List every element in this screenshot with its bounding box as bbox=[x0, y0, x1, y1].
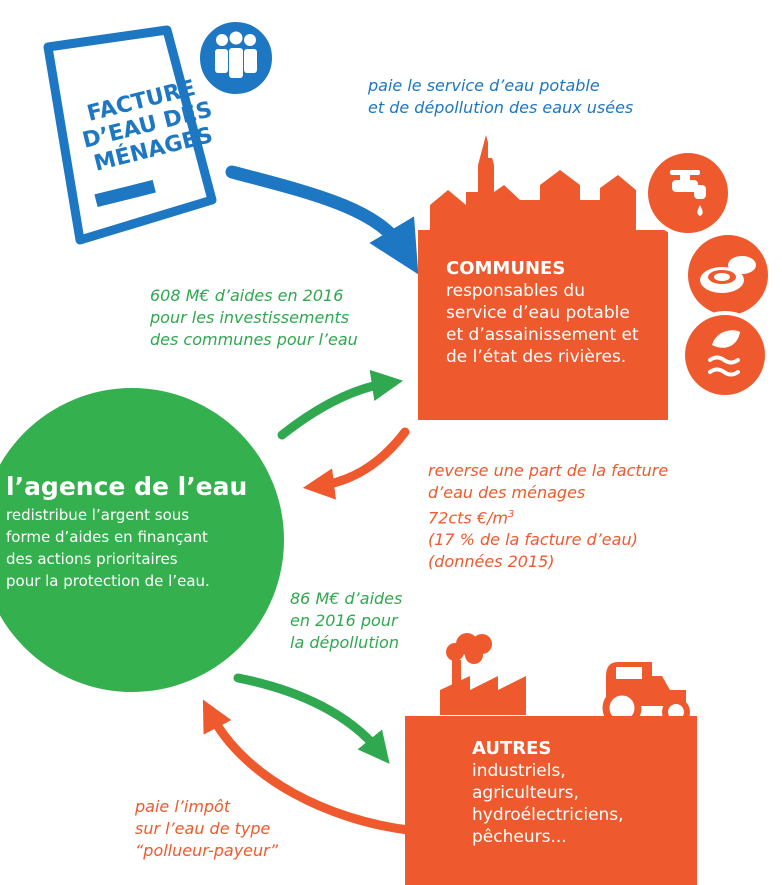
paie-service-line-2: et de dépollution des eaux usées bbox=[368, 98, 634, 117]
impot-line-3: “pollueur-payeur” bbox=[135, 841, 279, 860]
tractor-icon bbox=[602, 662, 690, 728]
aides-communes-text: 608 M€ d’aides en 2016 pour les investis… bbox=[150, 285, 380, 351]
leaf-water-icon bbox=[681, 311, 769, 399]
reverse-price: 72cts €/m bbox=[428, 508, 509, 528]
aides-depollution-line-1: 86 M€ d’aides bbox=[290, 589, 403, 608]
impot-text: paie l’impôt sur l’eau de type “pollueur… bbox=[135, 796, 335, 862]
facture-bar bbox=[94, 179, 156, 208]
communes-line-1: responsables du bbox=[446, 281, 585, 301]
agence-line-4: pour la protection de l’eau. bbox=[6, 572, 210, 590]
communes-text: COMMUNES responsables du service d’eau p… bbox=[446, 258, 666, 368]
people-group-icon bbox=[196, 18, 276, 98]
agence-line-3: des actions prioritaires bbox=[6, 550, 178, 568]
agence-line-1: redistribue l’argent sous bbox=[6, 506, 190, 524]
autres-line-1: industriels, bbox=[472, 761, 566, 781]
agence-circle bbox=[0, 388, 284, 692]
agence-line-2: forme d’aides en finançant bbox=[6, 528, 208, 546]
autres-block bbox=[405, 716, 697, 885]
reverse-text: reverse une part de la facture d’eau des… bbox=[428, 460, 728, 573]
agence-text: l’agence de l’eau redistribue l’argent s… bbox=[6, 470, 276, 592]
water-tap-icon bbox=[644, 149, 732, 237]
factory-icon bbox=[440, 633, 526, 715]
reverse-unit-exponent: 3 bbox=[508, 509, 515, 520]
autres-title: AUTRES bbox=[472, 738, 552, 759]
church-window bbox=[488, 142, 494, 158]
autres-line-3: hydroélectriciens, bbox=[472, 805, 624, 825]
reverse-line-4: (17 % de la facture d’eau) bbox=[428, 530, 638, 550]
impot-line-1: paie l’impôt bbox=[135, 797, 231, 816]
orange-arrow-communes-to-agence bbox=[302, 427, 410, 500]
orange-arrow-autres-to-agence bbox=[202, 699, 413, 835]
autres-line-2: agriculteurs, bbox=[472, 783, 579, 803]
reverse-line-2: d’eau des ménages bbox=[428, 483, 586, 502]
aides-depollution-text: 86 M€ d’aides en 2016 pour la dépollutio… bbox=[290, 588, 430, 654]
paie-service-text: paie le service d’eau potable et de dépo… bbox=[368, 75, 688, 119]
aides-communes-line-3: des communes pour l’eau bbox=[150, 330, 358, 349]
communes-block bbox=[418, 135, 668, 420]
aides-depollution-line-2: en 2016 pour bbox=[290, 611, 398, 630]
impot-line-2: sur l’eau de type bbox=[135, 819, 271, 838]
aides-depollution-line-3: la dépollution bbox=[290, 633, 399, 652]
green-arrow-agence-to-communes bbox=[277, 369, 404, 440]
agence-title: l’agence de l’eau bbox=[6, 472, 248, 501]
communes-line-4: de l’état des rivières. bbox=[446, 347, 627, 367]
green-arrow-agence-to-autres bbox=[233, 673, 390, 764]
reverse-line-1: reverse une part de la facture bbox=[428, 461, 669, 480]
aides-communes-line-1: 608 M€ d’aides en 2016 bbox=[150, 286, 344, 305]
communes-line-3: et d’assainissement et bbox=[446, 325, 639, 345]
communes-line-2: service d’eau potable bbox=[446, 303, 630, 323]
autres-text: AUTRES industriels, agriculteurs, hydroé… bbox=[472, 738, 682, 848]
reverse-line-5: (données 2015) bbox=[428, 552, 555, 572]
facture-document bbox=[43, 25, 217, 245]
communes-title: COMMUNES bbox=[446, 258, 566, 279]
paie-service-line-1: paie le service d’eau potable bbox=[368, 76, 600, 95]
blue-arrow-facture-to-communes bbox=[225, 165, 419, 275]
reverse-line-3: 72cts €/m3 bbox=[428, 504, 728, 529]
meat-food-icon bbox=[684, 231, 772, 319]
aides-communes-line-2: pour les investissements bbox=[150, 308, 350, 327]
autres-line-4: pêcheurs... bbox=[472, 827, 567, 847]
